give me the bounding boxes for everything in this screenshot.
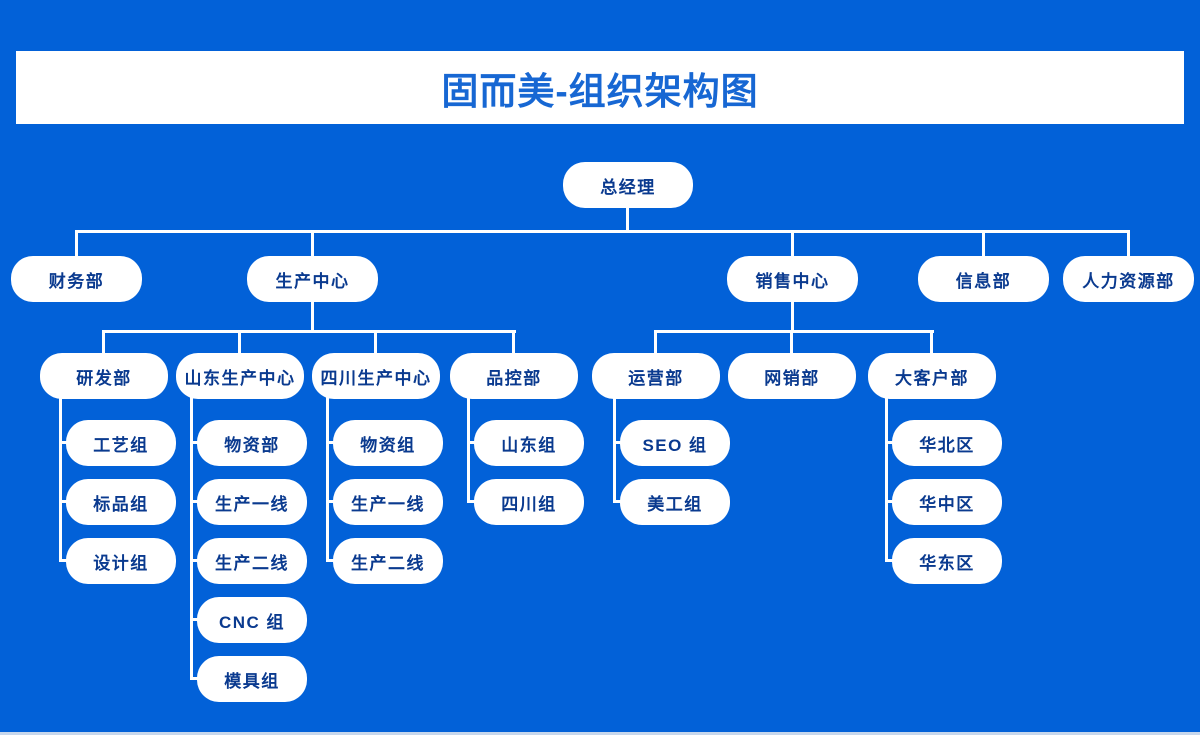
node-production-center: 生产中心 (247, 256, 378, 302)
connector-quality-child-stub (467, 500, 477, 503)
node-finance-dept: 财务部 (11, 256, 142, 302)
node-art-team: 美工组 (620, 479, 730, 525)
connector-shandong-child-stub (190, 618, 200, 621)
connector-shandong-child-stub (190, 500, 200, 503)
connector-stub-info (982, 230, 985, 256)
node-craft-team: 工艺组 (66, 420, 176, 466)
connector-stub-sichuan-center (374, 330, 377, 353)
connector-rd-child-stub (59, 559, 69, 562)
connector-sichuan-drop (326, 397, 329, 562)
connector-rd-child-stub (59, 500, 69, 503)
connector-stub-hr (1127, 230, 1130, 256)
connector-shandong-drop (190, 397, 193, 680)
node-central-china-region: 华中区 (892, 479, 1002, 525)
connector-stub-rd (102, 330, 105, 353)
connector-operations-drop (613, 397, 616, 503)
node-general-manager: 总经理 (563, 162, 693, 208)
connector-sales-down (791, 300, 794, 332)
connector-stub-sales (791, 230, 794, 256)
node-standard-product-team: 标品组 (66, 479, 176, 525)
connector-sichuan-child-stub (326, 559, 336, 562)
connector-shandong-child-stub (190, 559, 200, 562)
node-cnc-team: CNC 组 (197, 597, 307, 643)
node-seo-team: SEO 组 (620, 420, 730, 466)
connector-operations-child-stub (613, 500, 623, 503)
connector-root-down (626, 206, 629, 232)
connector-sichuan-child-stub (326, 441, 336, 444)
node-sichuan-production-line-2: 生产二线 (333, 538, 443, 584)
node-east-china-region: 华东区 (892, 538, 1002, 584)
connector-sales-rail (654, 330, 934, 333)
node-design-team: 设计组 (66, 538, 176, 584)
connector-level2-rail (75, 230, 1130, 233)
node-operations-dept: 运营部 (592, 353, 720, 399)
title-banner: 固而美-组织架构图 (16, 51, 1184, 124)
node-rd-dept: 研发部 (40, 353, 168, 399)
connector-key-accounts-drop (885, 397, 888, 562)
connector-stub-online-sales (790, 330, 793, 353)
node-sichuan-team: 四川组 (474, 479, 584, 525)
node-sichuan-production-center: 四川生产中心 (312, 353, 440, 399)
connector-operations-child-stub (613, 441, 623, 444)
connector-key-accounts-child-stub (885, 500, 895, 503)
node-materials-team: 物资组 (333, 420, 443, 466)
node-materials-dept: 物资部 (197, 420, 307, 466)
connector-stub-production (311, 230, 314, 256)
node-online-sales-dept: 网销部 (728, 353, 856, 399)
connector-shandong-child-stub (190, 677, 200, 680)
connector-rd-drop (59, 397, 62, 562)
connector-quality-drop (467, 397, 470, 503)
connector-sichuan-child-stub (326, 500, 336, 503)
node-shandong-production-center: 山东生产中心 (176, 353, 304, 399)
node-quality-control-dept: 品控部 (450, 353, 578, 399)
node-mold-team: 模具组 (197, 656, 307, 702)
connector-key-accounts-child-stub (885, 441, 895, 444)
node-production-line-2: 生产二线 (197, 538, 307, 584)
connector-stub-key-accounts (930, 330, 933, 353)
bottom-edge-strip (0, 732, 1200, 735)
connector-stub-operations (654, 330, 657, 353)
node-sales-center: 销售中心 (727, 256, 858, 302)
node-production-line-1: 生产一线 (197, 479, 307, 525)
node-info-dept: 信息部 (918, 256, 1049, 302)
connector-stub-finance (75, 230, 78, 256)
node-north-china-region: 华北区 (892, 420, 1002, 466)
connector-quality-child-stub (467, 441, 477, 444)
node-hr-dept: 人力资源部 (1063, 256, 1194, 302)
connector-stub-quality (512, 330, 515, 353)
connector-key-accounts-child-stub (885, 559, 895, 562)
node-sichuan-production-line-1: 生产一线 (333, 479, 443, 525)
connector-production-rail (102, 330, 516, 333)
node-shandong-team: 山东组 (474, 420, 584, 466)
connector-shandong-child-stub (190, 441, 200, 444)
node-key-accounts-dept: 大客户部 (868, 353, 996, 399)
connector-stub-shandong-center (238, 330, 241, 353)
page-title: 固而美-组织架构图 (441, 70, 759, 112)
connector-production-down (311, 300, 314, 332)
connector-rd-child-stub (59, 441, 69, 444)
